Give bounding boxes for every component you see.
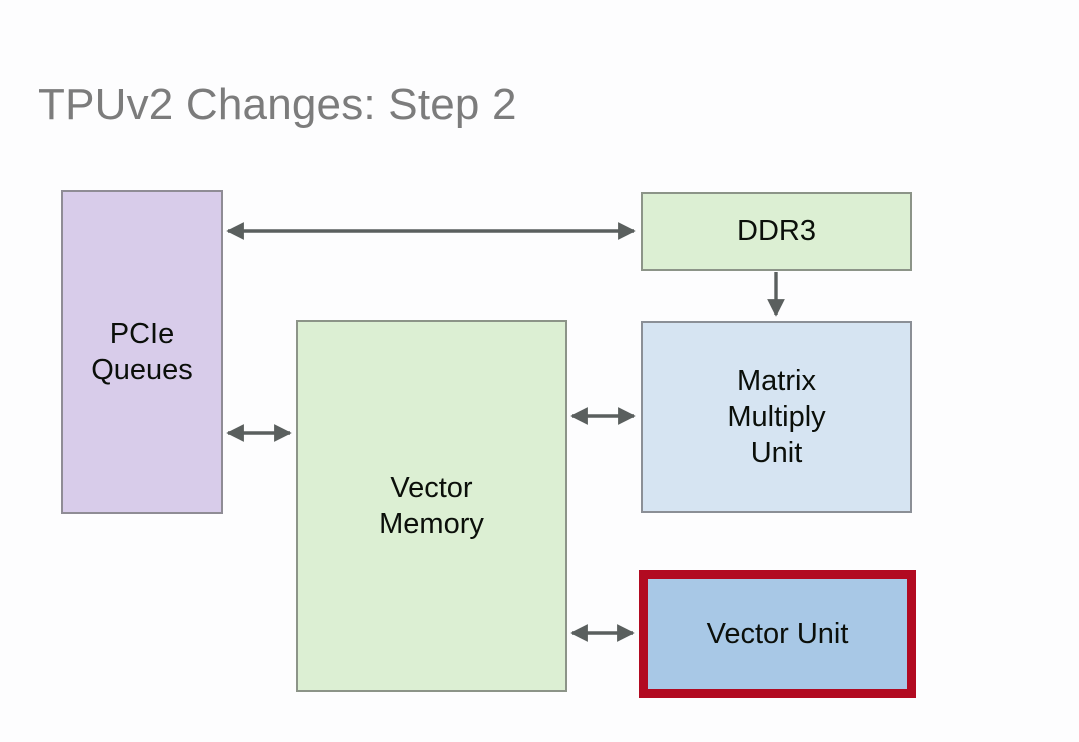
block-pcie-queues-label: PCIe Queues: [91, 317, 193, 386]
block-pcie-queues[interactable]: PCIe Queues: [61, 190, 223, 514]
block-matrix-multiply-unit[interactable]: Matrix Multiply Unit: [641, 321, 912, 513]
block-vector-memory[interactable]: Vector Memory: [296, 320, 567, 692]
block-ddr3-label: DDR3: [737, 215, 816, 248]
block-vector-memory-label: Vector Memory: [379, 471, 484, 540]
block-ddr3[interactable]: DDR3: [641, 192, 912, 271]
block-vector-unit[interactable]: Vector Unit: [639, 570, 916, 698]
block-matrix-multiply-unit-label: Matrix Multiply Unit: [727, 364, 826, 470]
page-title: TPUv2 Changes: Step 2: [38, 80, 517, 129]
block-vector-unit-label: Vector Unit: [706, 617, 849, 650]
